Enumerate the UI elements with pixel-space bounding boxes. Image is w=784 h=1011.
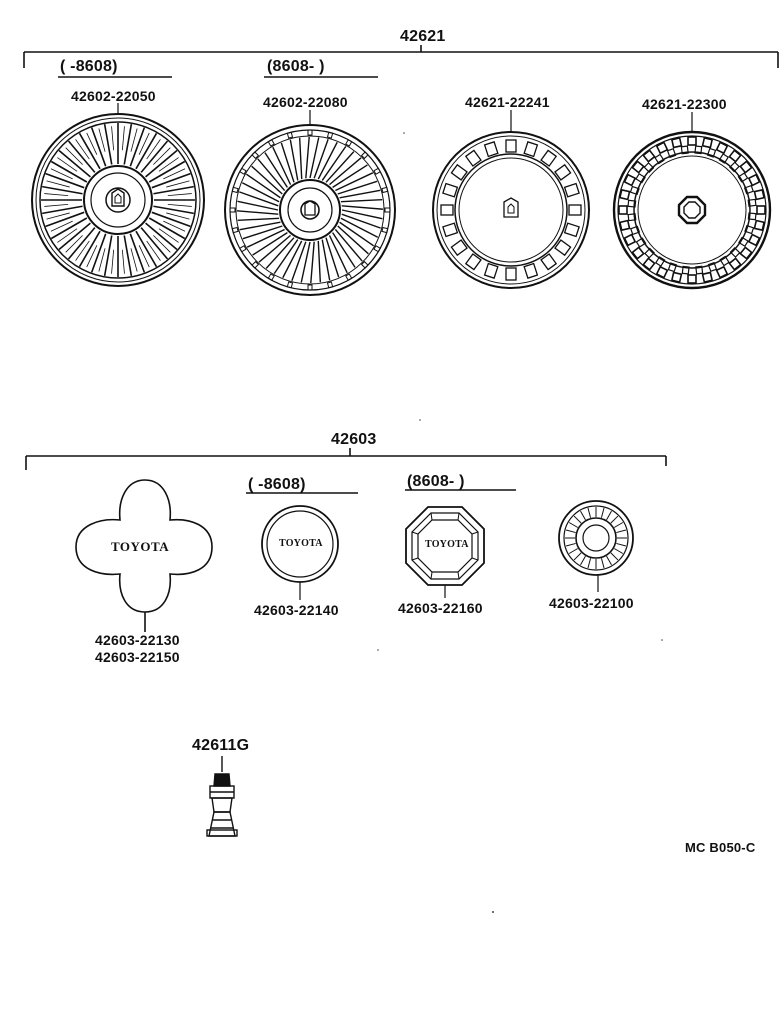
part-number-42603-22130: 42603-22130 [95, 632, 180, 648]
bracket-42603 [25, 448, 667, 470]
center-cap-42603-22130 [75, 479, 213, 632]
scan-specks [377, 132, 663, 913]
part-number-42602-22080: 42602-22080 [263, 94, 348, 110]
wheel-cap-42621-22300 [612, 130, 772, 290]
part-number-42603-22150: 42603-22150 [95, 649, 180, 665]
wheel-cap-42602-22080 [224, 124, 396, 296]
date-range-wheel-1: ( -8608) [60, 58, 118, 75]
group-label-42621: 42621 [400, 28, 446, 45]
date-range-wheel-2: (8608- ) [267, 58, 325, 75]
bracket-42621 [23, 45, 779, 68]
emblem-text-1: TOYOTA [111, 539, 170, 554]
emblem-text-2: TOYOTA [279, 538, 323, 549]
center-cap-42603-22100 [558, 500, 634, 592]
valve-42611G [206, 756, 238, 837]
part-number-42611G: 42611G [192, 737, 250, 754]
emblem-text-3: TOYOTA [425, 539, 469, 550]
part-number-42603-22100: 42603-22100 [549, 595, 634, 611]
wheel-cap-42621-22241 [432, 131, 590, 289]
group-label-42603: 42603 [331, 431, 377, 448]
part-number-42621-22300: 42621-22300 [642, 96, 727, 112]
part-number-42621-22241: 42621-22241 [465, 94, 550, 110]
wheel-cap-42602-22050 [31, 113, 205, 287]
date-range-center-2: ( -8608) [248, 476, 306, 493]
part-number-42603-22140: 42603-22140 [254, 602, 339, 618]
diagram-code: MC B050-C [685, 840, 756, 855]
part-number-42602-22050: 42602-22050 [71, 88, 156, 104]
date-underlines [58, 76, 516, 494]
date-range-center-3: (8608- ) [407, 473, 465, 490]
part-number-42603-22160: 42603-22160 [398, 600, 483, 616]
center-cap-42603-22140 [261, 505, 339, 600]
leaders-wheel-caps [117, 103, 693, 132]
center-cap-42603-22160 [405, 506, 485, 598]
